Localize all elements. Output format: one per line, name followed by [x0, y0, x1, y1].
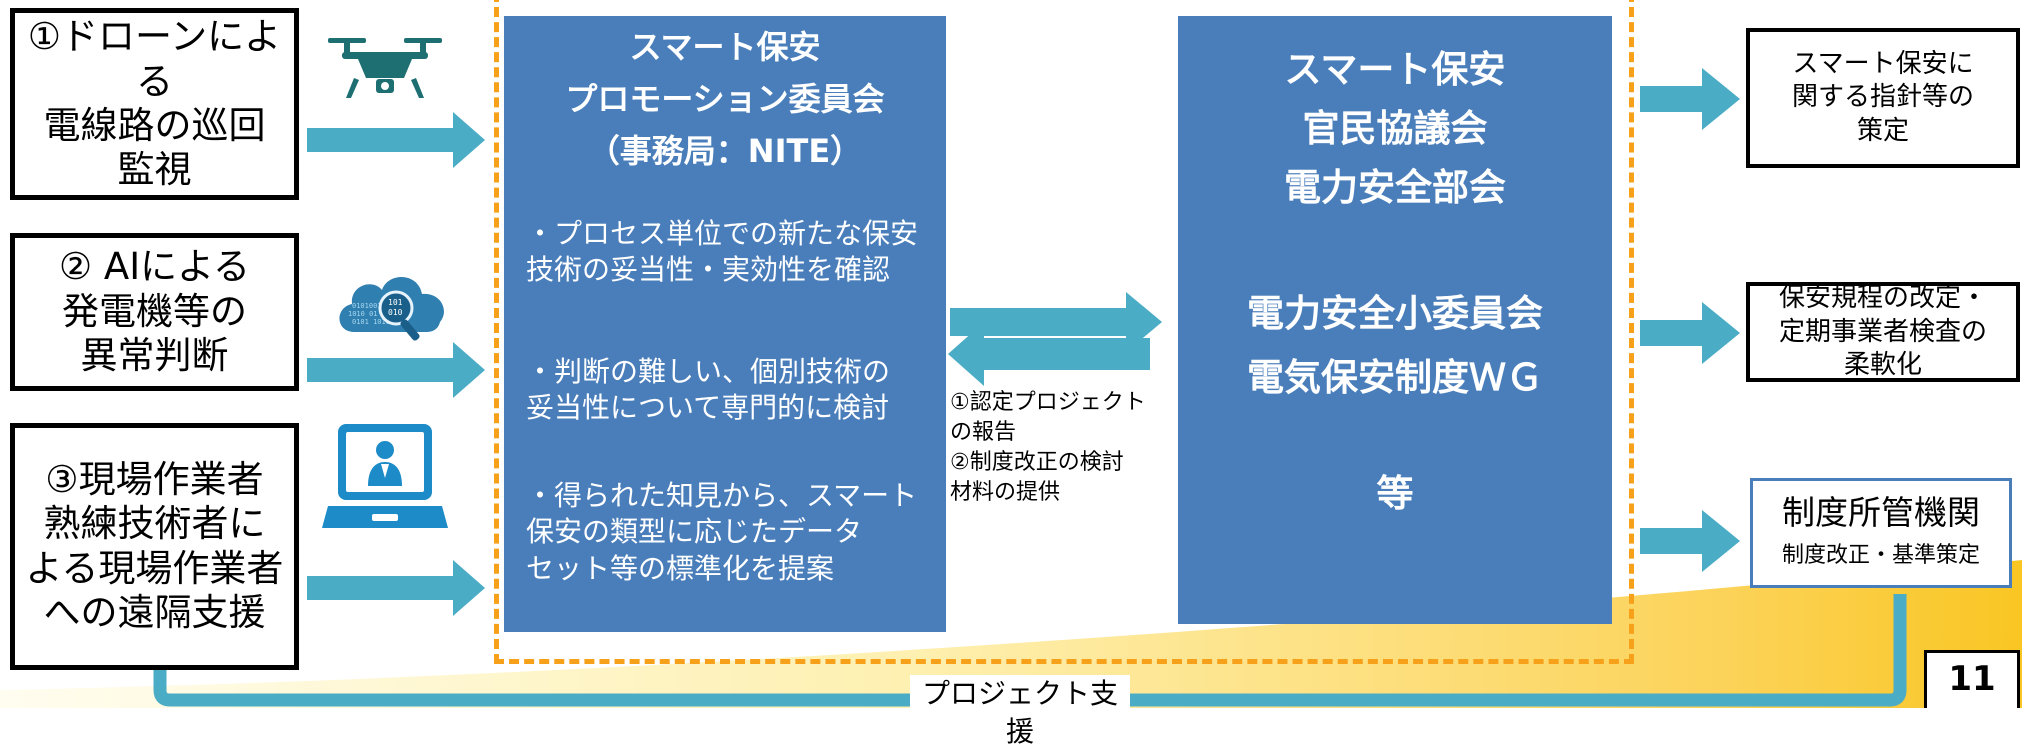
- authority-subtitle: 制度改正・基準策定: [1781, 543, 1980, 568]
- report-arrow-right: [950, 292, 1162, 352]
- input-box-ai: ② AIによる 発電機等の 異常判断: [10, 233, 299, 391]
- promotion-committee-title: スマート保安 プロモーション委員会 （事務局：NITE）: [565, 28, 885, 170]
- svg-text:010: 010: [388, 308, 403, 317]
- council-title: スマート保安 官民協議会 電力安全部会: [1284, 48, 1506, 210]
- svg-text:010100101: 010100101: [352, 302, 390, 310]
- svg-text:101: 101: [388, 298, 403, 307]
- input-arrow-1: [307, 112, 485, 168]
- feedback-arrow-left: [948, 322, 1150, 386]
- output-arrow-3: [1640, 510, 1740, 572]
- authority-title: 制度所管機関: [1782, 493, 1980, 532]
- page-number: 11: [1924, 650, 2020, 708]
- council-subcommittees: 電力安全小委員会 電気保安制度ＷＧ: [1247, 292, 1543, 399]
- council-etc: 等: [1376, 472, 1414, 515]
- input-box-drone: ①ドローンによる 電線路の巡回 監視: [10, 8, 299, 200]
- drone-icon: [328, 38, 442, 98]
- dashed-frame: [494, 0, 1634, 664]
- output-arrow-2: [1640, 302, 1740, 364]
- promotion-bullet-3: ・得られた知見から、スマート 保安の類型に応じたデータ セット等の標準化を提案: [526, 479, 918, 585]
- authority-box: 制度所管機関 制度改正・基準策定: [1750, 478, 2012, 588]
- svg-text:1010 01 0101: 1010 01 0101: [348, 310, 399, 318]
- output-box-guidelines: スマート保安に 関する指針等の 策定: [1746, 28, 2020, 168]
- svg-text:0101 1010: 0101 1010: [352, 318, 390, 326]
- promotion-bullet-2: ・判断の難しい、個別技術の 妥当性について専門的に検討: [526, 355, 891, 425]
- laptop-remote-support-icon: [322, 424, 448, 528]
- output-box-safety-rules: 保安規程の改定・ 定期事業者検査の 柔軟化: [1746, 282, 2020, 382]
- input-box-remote-support: ③現場作業者 熟練技術者に よる現場作業者 への遠隔支援: [10, 423, 299, 670]
- promotion-bullet-1: ・プロセス単位での新たな保安 技術の妥当性・実効性を確認: [526, 217, 919, 287]
- bottom-decoration-wave: [0, 560, 2022, 708]
- exchange-note: ①認定プロジェクト の報告 ②制度改正の検討 材料の提供: [950, 390, 1146, 506]
- council-box: スマート保安 官民協議会 電力安全部会 電力安全小委員会 電気保安制度ＷＧ 等: [1178, 16, 1612, 624]
- feedback-label: プロジェクト支援: [910, 675, 1130, 748]
- ai-cloud-icon: 010100101 1010 01 0101 0101 1010 101 010: [339, 276, 444, 341]
- output-arrow-1: [1640, 68, 1740, 130]
- input-arrow-3: [307, 560, 485, 616]
- input-arrow-2: [307, 342, 485, 398]
- promotion-committee-box: スマート保安 プロモーション委員会 （事務局：NITE） ・プロセス単位での新た…: [504, 16, 946, 632]
